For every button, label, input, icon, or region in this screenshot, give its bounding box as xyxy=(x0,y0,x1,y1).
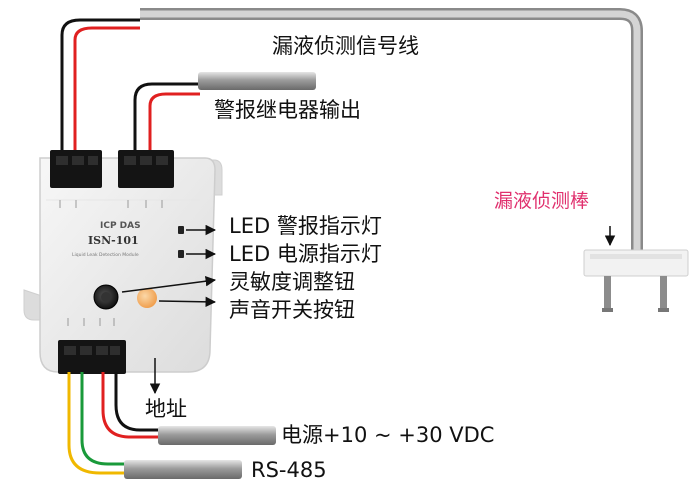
sound-switch-label: 声音开关按钮 xyxy=(229,300,355,321)
power-cable xyxy=(103,372,276,445)
led-power-indicator xyxy=(178,250,184,258)
address-label: 地址 xyxy=(145,399,187,420)
sensitivity-knob-label: 灵敏度调整钮 xyxy=(229,272,355,293)
led-alarm-indicator xyxy=(178,226,184,234)
led-power-label: LED 电源指示灯 xyxy=(229,244,382,265)
power-supply-label: 电源+10 ~ +30 VDC xyxy=(281,425,494,446)
top-right-terminal-block xyxy=(118,150,174,188)
leak-probe xyxy=(584,250,688,312)
isn-101-device: ICP DAS ISN-101 Liquid Leak Detection Mo… xyxy=(24,150,222,374)
leak-probe-label: 漏液侦测棒 xyxy=(494,192,589,211)
sound-switch-button[interactable] xyxy=(137,288,157,308)
top-left-terminal-block xyxy=(50,150,102,188)
bottom-terminal-block xyxy=(58,340,126,374)
model-label: ISN-101 xyxy=(88,234,139,247)
led-alarm-label: LED 警报指示灯 xyxy=(229,216,382,237)
brand-logo: ICP DAS xyxy=(100,221,141,231)
device-subtitle: Liquid Leak Detection Module xyxy=(72,252,139,258)
leak-signal-cable-label: 漏液侦测信号线 xyxy=(272,36,419,57)
alarm-relay-output-label: 警报继电器输出 xyxy=(214,100,361,121)
rs485-label: RS-485 xyxy=(251,460,327,481)
